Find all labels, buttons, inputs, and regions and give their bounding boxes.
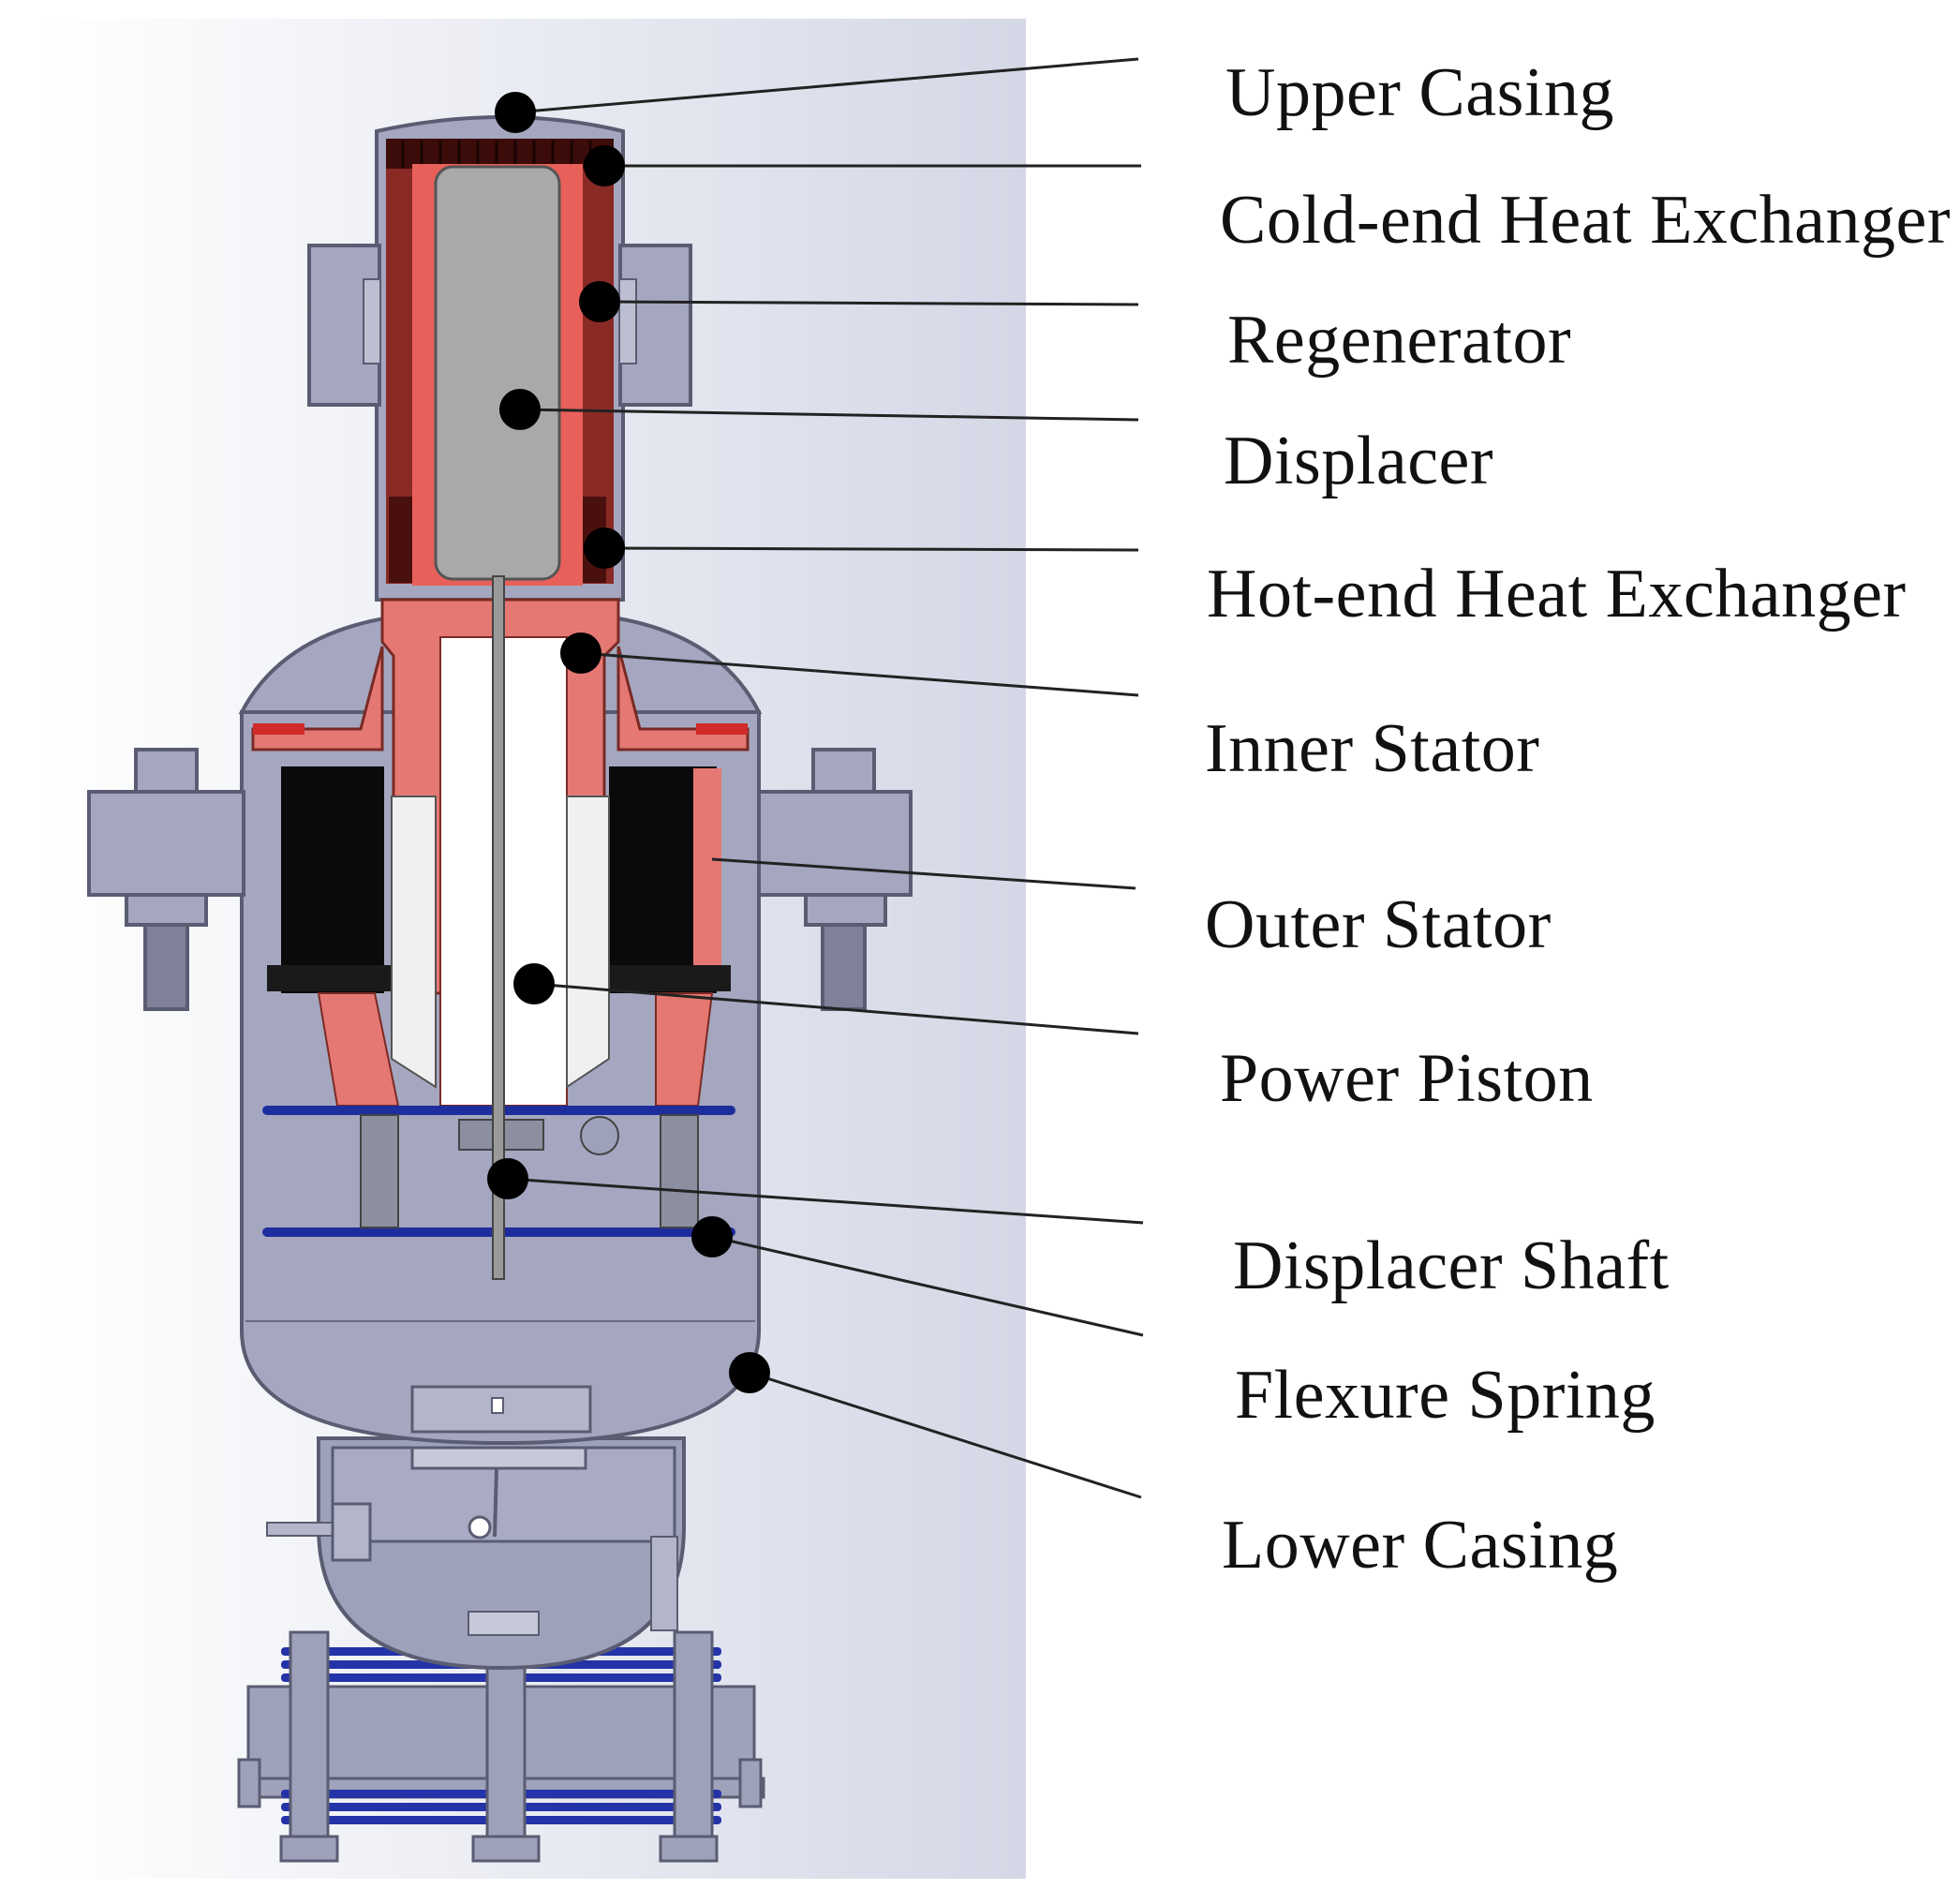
magnet-legs xyxy=(317,992,714,1107)
label-outer-stator: Outer Stator xyxy=(1205,886,1552,963)
leader-outer-stator xyxy=(711,857,1136,890)
label-displacer: Displacer xyxy=(1224,423,1494,499)
leader-lower-casing xyxy=(749,1371,1142,1499)
outer-stator-coils xyxy=(267,766,731,993)
callout-dots xyxy=(487,92,770,1393)
leader-inner-stator xyxy=(580,651,1139,697)
dot-lower-casing xyxy=(729,1352,770,1393)
dot-displacer xyxy=(499,389,541,430)
dot-cold-end-heat-exchanger xyxy=(584,145,625,186)
leader-displacer xyxy=(519,408,1139,422)
label-power-piston: Power Piston xyxy=(1220,1040,1594,1117)
lower-casing xyxy=(266,1436,686,1671)
dot-power-piston xyxy=(513,963,555,1004)
dot-inner-stator xyxy=(560,632,601,674)
leader-displacer-shaft xyxy=(507,1177,1144,1225)
label-upper-casing: Upper Casing xyxy=(1225,54,1614,131)
label-flexure-spring: Flexure Spring xyxy=(1235,1357,1656,1434)
leader-regenerator xyxy=(599,300,1139,306)
dot-displacer-shaft xyxy=(487,1158,528,1199)
dot-hot-end-heat-exchanger xyxy=(584,528,625,569)
label-cold-end-heat-exchanger: Cold-end Heat Exchanger xyxy=(1220,182,1951,259)
label-regenerator: Regenerator xyxy=(1227,302,1572,379)
leader-upper-casing xyxy=(514,57,1139,114)
dot-upper-casing xyxy=(495,92,536,133)
label-lower-casing: Lower Casing xyxy=(1222,1507,1619,1584)
displacer-shaft xyxy=(492,575,505,1280)
label-inner-stator: Inner Stator xyxy=(1205,710,1540,787)
side-flanges xyxy=(87,748,913,1011)
dot-flexure-spring xyxy=(691,1216,733,1257)
dot-regenerator xyxy=(579,281,620,322)
label-displacer-shaft: Displacer Shaft xyxy=(1233,1227,1670,1304)
displacer-body xyxy=(434,165,561,581)
leader-lines xyxy=(507,57,1144,1499)
leader-flexure-spring xyxy=(711,1235,1144,1337)
leader-hot-end-heat-exchanger xyxy=(603,546,1139,552)
label-hot-end-heat-exchanger: Hot-end Heat Exchanger xyxy=(1207,556,1907,632)
leader-power-piston xyxy=(533,982,1139,1035)
